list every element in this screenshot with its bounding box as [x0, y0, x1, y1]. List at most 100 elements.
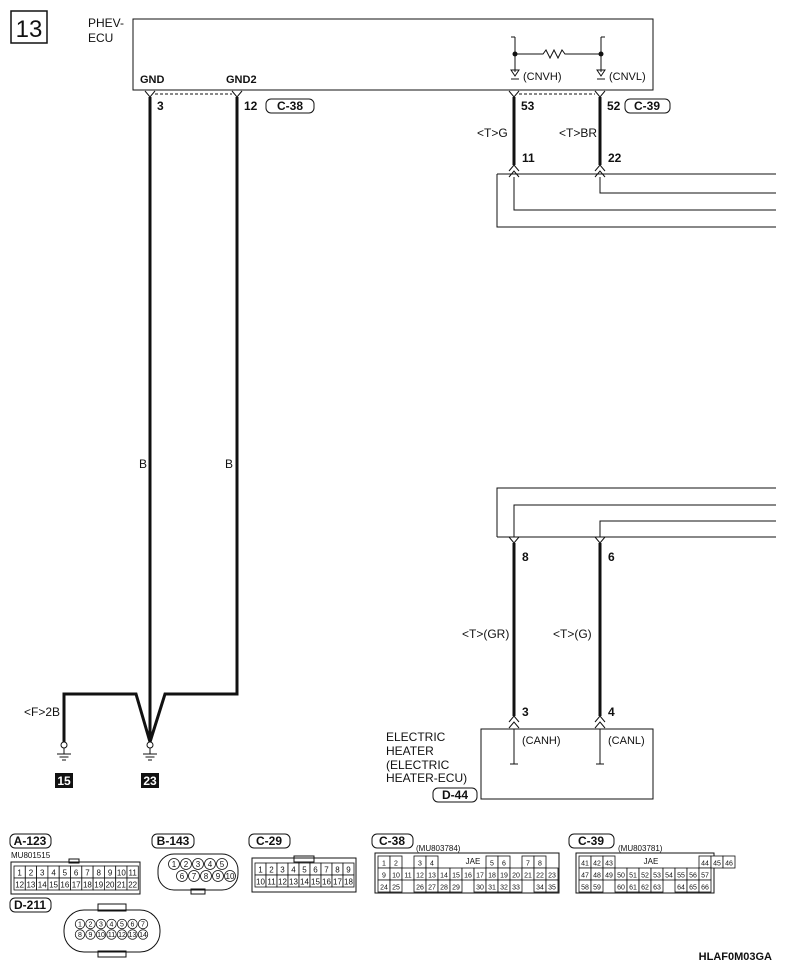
ground-15-box [55, 773, 73, 788]
connector-pin-label: 15 [311, 878, 320, 887]
connector-pin-label: 5 [490, 861, 494, 868]
pin-gnd2: 12 [244, 99, 258, 113]
c39-jae: JAE [644, 857, 659, 866]
connector-pin-label: 13 [428, 873, 436, 880]
connector-pin-label: 50 [617, 873, 625, 880]
connector-pin-cell [698, 879, 712, 893]
connector-pin-label: 8 [538, 861, 542, 868]
connector-pin-cell [106, 918, 117, 930]
connector-pin-label: 19 [500, 873, 508, 880]
connector-pin-label: 7 [324, 866, 329, 875]
connector-pin-label: 51 [629, 873, 637, 880]
connector-pin-label: 9 [108, 869, 113, 878]
connector-pin-label: 12 [15, 881, 24, 890]
connector-pin-label: 4 [430, 861, 434, 868]
connector-pin-label: 58 [581, 885, 589, 892]
connector-pin-label: 30 [476, 885, 484, 892]
connector-pin-label: 4 [291, 866, 296, 875]
connector-pin-label: 10 [97, 932, 105, 939]
connector-c38-tag-label: C-38 [277, 99, 303, 113]
c39-label: C-39 [578, 834, 604, 848]
connector-pin-label: 1 [172, 860, 177, 869]
connector-pin-cell [126, 877, 139, 891]
connector-pin-cell [200, 870, 212, 882]
cnvl-label: (CNVL) [609, 71, 646, 83]
junction-6: 6 [608, 550, 615, 564]
connector-pin-label: 8 [78, 932, 82, 939]
phev-ecu-name-line2: ECU [88, 31, 113, 45]
connector-pin-cell [95, 918, 107, 930]
connector-pin-label: 5 [120, 922, 124, 929]
connector-pin-label: 63 [653, 885, 661, 892]
connector-pin-label: 2 [89, 922, 93, 929]
connector-pin-cell [116, 929, 128, 940]
can-wires-top [496, 97, 776, 228]
cnvh-wire-color: <T>G [477, 126, 508, 140]
heater-name-line1: ELECTRIC [386, 730, 446, 744]
connector-pin-label: 11 [267, 878, 276, 887]
connector-pin-label: 15 [452, 873, 460, 880]
heater-name-line3: (ELECTRIC [386, 758, 450, 772]
connector-pin-label: 7 [85, 869, 90, 878]
connector-pin-label: 25 [392, 885, 400, 892]
connector-pin-label: 9 [346, 866, 351, 875]
connector-pin-label: 54 [665, 873, 673, 880]
connector-pin-label: 19 [94, 881, 103, 890]
b143-label: B-143 [157, 834, 190, 848]
connector-pin-label: 17 [476, 873, 484, 880]
connector-pin-label: 20 [106, 881, 115, 890]
phev-ecu-name-line1: PHEV- [88, 16, 124, 30]
connector-pin-label: 23 [548, 873, 556, 880]
connector-pin-label: 3 [280, 866, 285, 875]
connector-pin-label: 9 [382, 873, 386, 880]
a123-label: A-123 [14, 834, 47, 848]
gnd2-wire-color: B [225, 457, 233, 471]
connector-pin-cell [342, 874, 355, 888]
connector-pin-label: 6 [502, 861, 506, 868]
connector-pin-label: 1 [382, 861, 386, 868]
connector-pin-cell [168, 858, 180, 870]
connector-pin-label: 47 [581, 873, 589, 880]
connector-pin-label: 10 [256, 878, 265, 887]
connector-pin-label: 32 [500, 885, 508, 892]
connector-d44-tag-label: D-44 [442, 788, 468, 802]
junction-8: 8 [522, 550, 529, 564]
connector-pin-label: 1 [17, 869, 22, 878]
pin-canl: 4 [608, 705, 615, 719]
connector-pin-label: 11 [108, 932, 115, 939]
connector-pin-label: 13 [26, 881, 35, 890]
connector-pin-cell [188, 870, 200, 882]
heater-name-line4: HEATER-ECU) [386, 771, 467, 785]
connector-pin-label: 2 [394, 861, 398, 868]
connector-pin-label: 22 [536, 873, 544, 880]
connector-pin-label: 44 [701, 861, 709, 868]
connector-pin-cell [127, 929, 138, 940]
connector-pin-label: 21 [524, 873, 532, 880]
connector-pin-label: 7 [192, 872, 197, 881]
page-label-box [10, 10, 48, 44]
connector-pin-cell [137, 929, 149, 940]
connector-pin-label: 16 [60, 881, 69, 890]
connector-pin-label: 3 [418, 861, 422, 868]
connector-pin-cell [116, 918, 128, 930]
connector-pin-label: 16 [322, 878, 331, 887]
connector-pin-cell [95, 929, 107, 940]
connector-pin-label: 13 [289, 878, 298, 887]
connector-pin-label: 1 [258, 866, 263, 875]
connector-pin-label: 14 [38, 881, 47, 890]
connector-pin-label: 4 [51, 869, 56, 878]
connector-pin-label: 61 [629, 885, 637, 892]
canh-wire-color: <T>(GR) [462, 627, 509, 641]
connector-pin-label: 5 [63, 869, 68, 878]
can-wires-bottom [496, 487, 776, 729]
connector-pin-label: 64 [677, 885, 685, 892]
connector-pin-label: 8 [97, 869, 102, 878]
figure-code: HLAF0M03GA [699, 951, 772, 963]
connector-pin-label: 62 [641, 885, 649, 892]
heater-terminals [510, 729, 604, 765]
phev-ecu-box [132, 18, 654, 91]
